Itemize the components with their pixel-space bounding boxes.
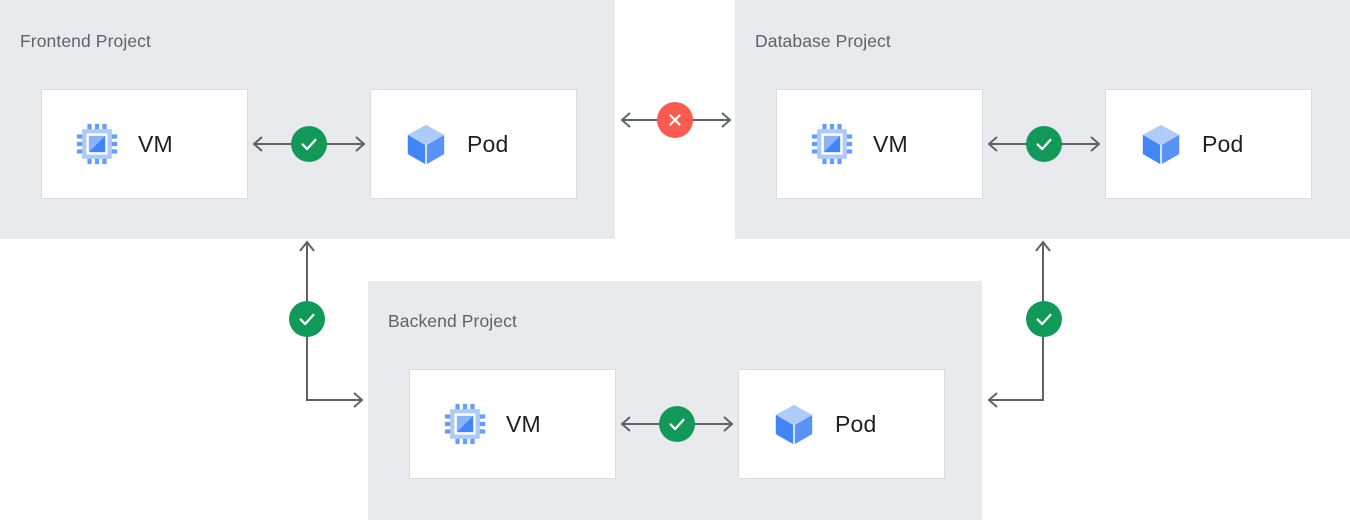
status-badge-frontend-backend[interactable] xyxy=(289,301,325,337)
close-icon xyxy=(669,114,681,126)
card-database-vm-label: VM xyxy=(873,130,908,157)
check-icon xyxy=(1036,313,1052,326)
check-icon xyxy=(301,138,317,151)
card-backend-vm-label: VM xyxy=(506,410,541,437)
cpu-chip-icon xyxy=(809,121,855,167)
cpu-chip-icon xyxy=(442,401,488,447)
card-frontend-pod-label: Pod xyxy=(467,130,509,157)
card-frontend-pod[interactable]: Pod xyxy=(370,89,577,199)
cube-icon xyxy=(1138,121,1184,167)
check-icon xyxy=(669,418,685,431)
status-badge-frontend-database[interactable] xyxy=(657,102,693,138)
panel-database-title: Database Project xyxy=(755,31,891,51)
status-badge-database-internal[interactable] xyxy=(1026,126,1062,162)
card-frontend-vm[interactable]: VM xyxy=(41,89,248,199)
card-database-pod[interactable]: Pod xyxy=(1105,89,1312,199)
status-badge-backend-internal[interactable] xyxy=(659,406,695,442)
card-frontend-vm-label: VM xyxy=(138,130,173,157)
card-backend-pod-label: Pod xyxy=(835,410,877,437)
cube-icon xyxy=(403,121,449,167)
card-backend-vm[interactable]: VM xyxy=(409,369,616,479)
status-badge-frontend-internal[interactable] xyxy=(291,126,327,162)
card-backend-pod[interactable]: Pod xyxy=(738,369,945,479)
check-icon xyxy=(1036,138,1052,151)
card-database-pod-label: Pod xyxy=(1202,130,1244,157)
cube-icon xyxy=(771,401,817,447)
card-database-vm[interactable]: VM xyxy=(776,89,983,199)
status-badge-database-backend[interactable] xyxy=(1026,301,1062,337)
panel-backend-title: Backend Project xyxy=(388,311,517,331)
check-icon xyxy=(299,313,315,326)
cpu-chip-icon xyxy=(74,121,120,167)
panel-frontend-title: Frontend Project xyxy=(20,31,151,51)
